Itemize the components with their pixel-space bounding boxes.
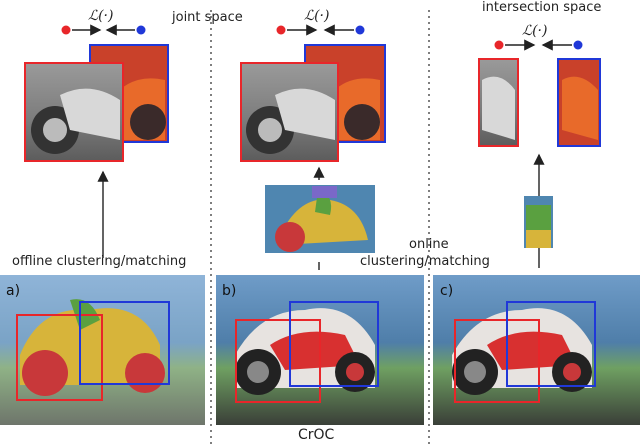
loss-arrows-a (61, 24, 146, 36)
loss-label-c: ℒ(·) (522, 23, 548, 39)
crop-pair-a (24, 44, 169, 162)
joint-space-label: joint space (172, 10, 243, 25)
cluster-mask-c (524, 196, 553, 248)
panel-b-letter: b) (222, 283, 237, 299)
crop-pair-c (478, 58, 601, 147)
loss-label-b: ℒ(·) (304, 8, 330, 24)
loss-arrows-b (276, 24, 365, 36)
panel-a-letter: a) (6, 283, 21, 299)
crop-pair-b (240, 44, 386, 162)
panel-b-image (216, 275, 424, 425)
panel-a-image (0, 275, 205, 425)
loss-arrows-c (494, 39, 583, 51)
panel-c-image (433, 275, 640, 425)
offline-label: offline clustering/matching (12, 254, 187, 269)
cluster-mask-b (265, 185, 375, 253)
intersection-space-label: intersection space (482, 0, 602, 15)
croc-label: CrOC (298, 427, 335, 443)
panel-c-letter: c) (440, 283, 454, 299)
online-label: online (409, 237, 449, 252)
loss-label-a: ℒ(·) (88, 8, 114, 24)
clustering-matching-label: clustering/matching (360, 254, 490, 269)
